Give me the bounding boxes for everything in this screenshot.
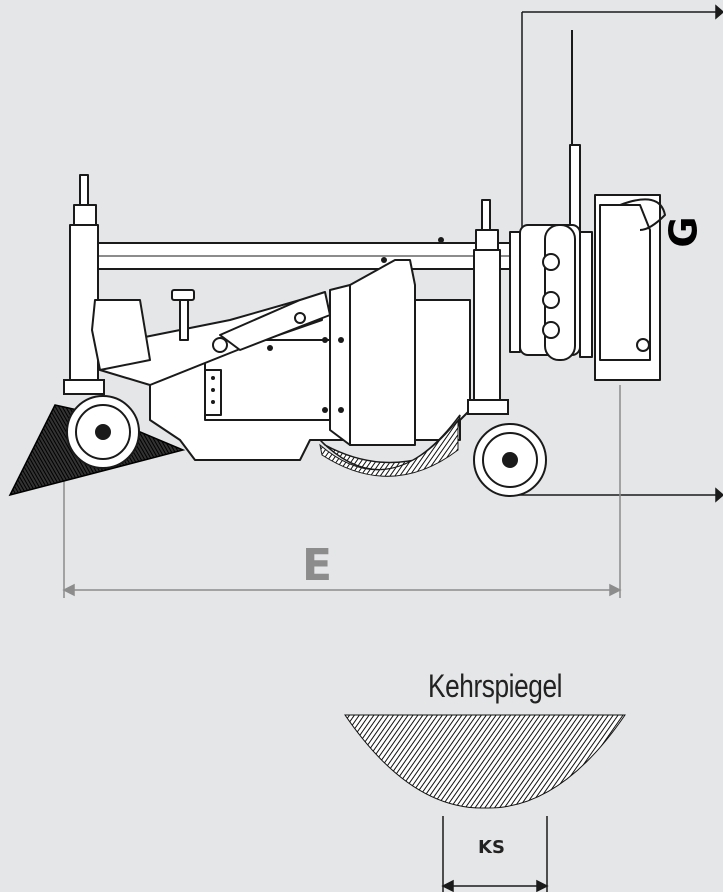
sweep-width-dimension [441, 816, 549, 892]
brush-segment [319, 418, 459, 477]
length-dimension-lines [62, 385, 622, 598]
bolt-holes [211, 237, 444, 413]
sweep-pattern-brush [344, 714, 626, 809]
sweeper-machine [69, 30, 666, 461]
sweep-pattern-title: Kehrspiegel [428, 668, 563, 704]
left-wheel [63, 379, 140, 469]
length-dimension-label: E [302, 540, 333, 591]
right-wheel [467, 399, 547, 497]
sweep-width-label: KS [478, 837, 505, 858]
height-dimension-label: G [661, 216, 706, 248]
height-dimension-lines [510, 4, 723, 503]
